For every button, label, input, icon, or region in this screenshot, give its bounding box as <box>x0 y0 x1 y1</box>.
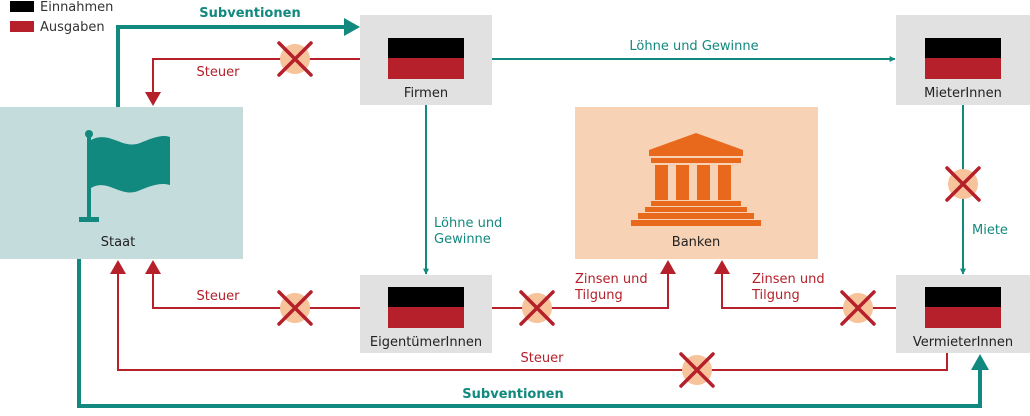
cross-icon <box>945 166 981 202</box>
loehne-top-flow: Löhne und Gewinne <box>492 39 896 62</box>
bank-building-icon <box>631 133 761 226</box>
steuer-eigentuemer-label: Steuer <box>197 289 241 304</box>
miete-label: Miete <box>972 223 1008 238</box>
banken-box <box>575 107 818 259</box>
mieter-label: MieterInnen <box>924 86 1002 101</box>
banken-label: Banken <box>672 235 720 250</box>
node-banken: Banken <box>575 107 818 259</box>
vermieter-label: VermieterInnen <box>913 335 1013 350</box>
cross-icon <box>519 290 555 326</box>
zinsen-left-flow: Zinsen und Tilgung <box>492 260 676 309</box>
zinsen-right-label-2: Tilgung <box>751 288 800 303</box>
node-firmen: Firmen <box>360 15 492 105</box>
cross-icon <box>277 290 313 326</box>
flag-icon <box>79 130 170 222</box>
zinsen-right-flow: Zinsen und Tilgung <box>714 260 896 309</box>
vermieter-expense-bar <box>925 307 1001 328</box>
zinsen-right-label-1: Zinsen und <box>752 272 825 287</box>
subsidy-bottom-label: Subventionen <box>462 387 563 402</box>
loehne-mid-label-1: Löhne und <box>434 216 502 231</box>
legend: Einnahmen Ausgaben <box>10 0 113 35</box>
node-staat: Staat <box>0 107 243 259</box>
steuer-vermieter-label: Steuer <box>521 351 565 366</box>
legend-expense-label: Ausgaben <box>40 20 105 35</box>
steuer-eigentuemer-flow: Steuer <box>145 260 360 309</box>
node-vermieter: VermieterInnen <box>896 275 1030 353</box>
node-mieter: MieterInnen <box>896 15 1030 105</box>
zinsen-left-label-1: Zinsen und <box>575 272 648 287</box>
steuer-firmen-flow: Steuer <box>145 58 360 106</box>
subsidy-top-flow: Subventionen <box>116 6 360 107</box>
vermieter-income-bar <box>925 287 1001 307</box>
firmen-income-bar <box>388 38 464 58</box>
cross-icon <box>679 352 715 388</box>
steuer-firmen-label: Steuer <box>197 65 241 80</box>
staat-label: Staat <box>101 235 135 250</box>
eigentuemer-expense-bar <box>388 307 464 328</box>
legend-expense-swatch <box>10 21 34 32</box>
eigentuemer-income-bar <box>388 287 464 307</box>
loehne-mid-label-2: Gewinne <box>434 232 491 247</box>
legend-income-swatch <box>10 1 34 12</box>
mieter-expense-bar <box>925 58 1001 79</box>
subsidy-bottom-flow: Subventionen <box>77 259 989 408</box>
zinsen-left-label-2: Tilgung <box>574 288 623 303</box>
node-eigentuemer: EigentümerInnen <box>360 275 492 353</box>
eigentuemer-label: EigentümerInnen <box>370 335 482 350</box>
cross-icon <box>277 41 313 77</box>
legend-income-label: Einnahmen <box>40 0 113 15</box>
mieter-income-bar <box>925 38 1001 58</box>
subsidy-top-label: Subventionen <box>199 6 300 21</box>
loehne-mid-flow: Löhne und Gewinne <box>423 105 502 275</box>
firmen-label: Firmen <box>404 86 448 101</box>
cross-icon <box>840 290 876 326</box>
firmen-expense-bar <box>388 58 464 79</box>
steuer-vermieter-flow: Steuer <box>110 260 948 371</box>
loehne-top-label: Löhne und Gewinne <box>629 39 758 54</box>
